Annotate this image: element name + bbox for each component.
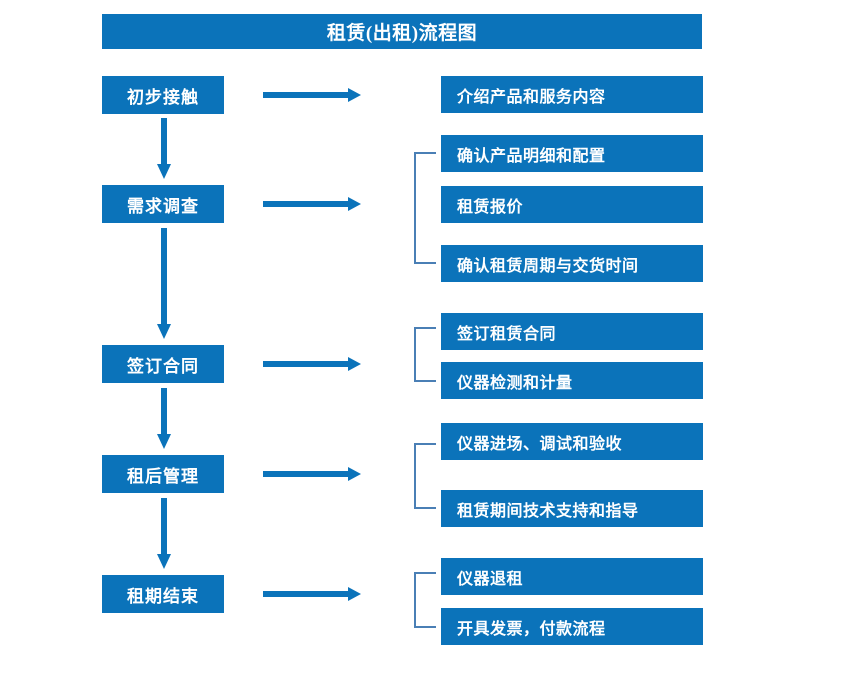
stage-box-5[interactable]: 租期结束 [102,575,224,613]
vertical-arrow-icon-2 [156,228,172,340]
stage-label: 租期结束 [127,586,199,606]
stage-box-4[interactable]: 租后管理 [102,455,224,493]
group-bracket-3 [414,443,436,509]
detail-label: 确认产品明细和配置 [457,147,606,165]
detail-label: 仪器检测和计量 [457,374,573,392]
vertical-arrow-icon-3 [156,388,172,450]
group-bracket-4 [414,572,436,628]
detail-label: 仪器退租 [457,570,524,588]
horizontal-arrow-icon-4 [263,465,362,483]
horizontal-arrow-icon-5 [263,585,362,603]
detail-label: 租赁报价 [457,198,524,216]
detail-box-3[interactable]: 租赁报价 [441,186,703,223]
stage-box-1[interactable]: 初步接触 [102,76,224,114]
detail-box-9[interactable]: 仪器退租 [441,558,703,595]
detail-label: 介绍产品和服务内容 [457,88,606,106]
detail-box-4[interactable]: 确认租赁周期与交货时间 [441,245,703,282]
detail-box-5[interactable]: 签订租赁合同 [441,313,703,350]
stage-box-2[interactable]: 需求调查 [102,185,224,223]
detail-label: 确认租赁周期与交货时间 [457,257,639,275]
detail-box-1[interactable]: 介绍产品和服务内容 [441,76,703,113]
detail-box-10[interactable]: 开具发票，付款流程 [441,608,703,645]
detail-box-6[interactable]: 仪器检测和计量 [441,362,703,399]
stage-label: 租后管理 [127,466,199,486]
stage-box-3[interactable]: 签订合同 [102,345,224,383]
page-title: 租赁(出租)流程图 [102,14,702,49]
group-bracket-2 [414,327,436,382]
group-bracket-1 [414,152,436,264]
detail-label: 租赁期间技术支持和指导 [457,502,639,520]
stage-label: 需求调查 [127,196,199,216]
detail-label: 签订租赁合同 [457,325,557,343]
detail-label: 仪器进场、调试和验收 [457,435,623,453]
horizontal-arrow-icon-2 [263,195,362,213]
horizontal-arrow-icon-1 [263,86,362,104]
horizontal-arrow-icon-3 [263,355,362,373]
detail-label: 开具发票，付款流程 [457,620,606,638]
stage-label: 签订合同 [127,356,199,376]
detail-box-7[interactable]: 仪器进场、调试和验收 [441,423,703,460]
detail-box-2[interactable]: 确认产品明细和配置 [441,135,703,172]
vertical-arrow-icon-4 [156,498,172,570]
stage-label: 初步接触 [127,87,199,107]
detail-box-8[interactable]: 租赁期间技术支持和指导 [441,490,703,527]
vertical-arrow-icon-1 [156,118,172,180]
